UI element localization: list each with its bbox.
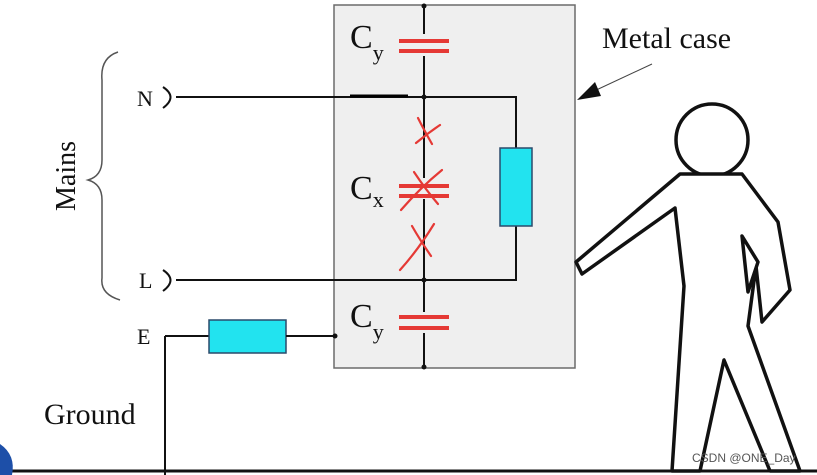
person-figure bbox=[574, 102, 802, 473]
e-label: E bbox=[137, 324, 150, 349]
l-label: L bbox=[139, 268, 152, 293]
junction-top bbox=[421, 3, 427, 9]
l-terminal-arc bbox=[162, 269, 172, 292]
mains-label: Mains bbox=[51, 141, 82, 211]
earth-resistor bbox=[208, 319, 287, 354]
person-body bbox=[574, 172, 802, 473]
blue-corner-marker bbox=[0, 444, 13, 475]
csdn-watermark: CSDN @ONE_Day bbox=[692, 451, 796, 465]
metal-case-arrow-line bbox=[591, 63, 653, 93]
cy-top-label: Cy bbox=[350, 19, 384, 65]
lower-cross-annotation bbox=[398, 222, 436, 272]
person-head bbox=[674, 102, 750, 178]
load-resistor bbox=[499, 147, 533, 227]
metal-case-arrowhead bbox=[577, 82, 601, 100]
mains-brace bbox=[85, 51, 121, 301]
cx-cross-annotation bbox=[399, 168, 444, 212]
cy-bottom-capacitor bbox=[399, 315, 449, 330]
n-label: N bbox=[137, 86, 153, 111]
cy-top-capacitor bbox=[399, 39, 449, 53]
ground-label: Ground bbox=[44, 398, 136, 431]
metal-case-label: Metal case bbox=[602, 22, 731, 55]
n-terminal-arc bbox=[162, 86, 172, 109]
metal-case-enclosure bbox=[333, 4, 576, 369]
upper-cross-annotation bbox=[414, 116, 442, 146]
cy-bottom-label: Cy bbox=[350, 298, 384, 344]
person-arm-notch bbox=[740, 234, 760, 294]
junction-bottom bbox=[421, 364, 427, 370]
cx-label: Cx bbox=[350, 170, 384, 212]
